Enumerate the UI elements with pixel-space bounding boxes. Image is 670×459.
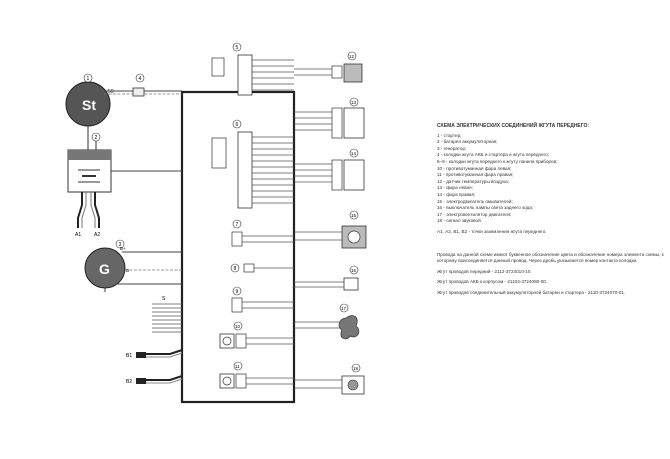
generator-label: G — [99, 261, 110, 277]
fog-lamp-left — [219, 333, 235, 349]
legend-item: 15 - электродвигатель омывателей; — [437, 198, 513, 204]
legend-note: Жгут проводов АКБ к корпусом - 21104-372… — [437, 279, 548, 285]
label-16 — [349, 265, 359, 275]
label-18-text: 18 — [353, 366, 359, 371]
label-9-text: 9 — [236, 289, 239, 295]
legend-item: 1 - стартер; — [437, 132, 462, 138]
label-18 — [351, 363, 361, 373]
label-17 — [339, 303, 349, 313]
air-temperature-sensor — [343, 63, 363, 83]
legend-item: 16 - выключатель лампы света заднего ход… — [437, 205, 534, 211]
ground-b2-label: B2 — [126, 379, 132, 385]
fog-lamp-right — [219, 373, 235, 389]
connector-12 — [331, 65, 343, 79]
label-8 — [230, 263, 240, 273]
label-3-text: 3 — [119, 242, 122, 248]
ground-a1-label: A1 — [75, 232, 81, 238]
legend-item: 2 - батарея аккумуляторная; — [437, 139, 498, 145]
label-4 — [135, 73, 145, 83]
label-16-text: 16 — [351, 268, 357, 273]
label-1 — [83, 73, 93, 83]
label-6-text: 6 — [236, 122, 239, 128]
label-17-text: 17 — [341, 306, 347, 311]
legend-item: 11 - противотуманная фара правая; — [437, 172, 514, 178]
label-4-text: 4 — [139, 76, 142, 82]
engine-fan — [338, 315, 360, 340]
legend-note: Жгут проводов соединительный аккумулятор… — [437, 289, 626, 295]
label-12 — [347, 51, 357, 61]
legend-item: 3 - генератор; — [437, 145, 467, 151]
label-11 — [233, 361, 243, 371]
ground-b1-label: B1 — [126, 353, 132, 359]
label-10-text: 10 — [235, 324, 241, 329]
legend-note: Провода на данной схеме имеют буквенное … — [437, 251, 664, 264]
label-14-text: 14 — [351, 151, 357, 156]
legend-item: 18 - сигнал звуковой. — [437, 218, 482, 224]
label-13 — [349, 97, 359, 107]
connector-5-icon — [211, 57, 225, 77]
reverse-light-switch — [343, 277, 359, 291]
label-11-text: 11 — [235, 364, 240, 369]
connector-6 — [237, 131, 253, 209]
headlamp-right-connector — [331, 159, 343, 191]
generator-b-plus: B+ — [120, 246, 126, 251]
legend-grounding: А1, А2, В1, В2 - точки заземления жгута … — [437, 228, 547, 234]
connector-4 — [132, 87, 145, 97]
label-1-text: 1 — [87, 76, 90, 82]
connector-9 — [231, 297, 243, 313]
label-2-text: 2 — [95, 135, 98, 141]
label-7 — [232, 219, 242, 229]
label-7-text: 7 — [236, 222, 239, 228]
bus-s-label: S — [162, 296, 166, 302]
ground-a2-label: A2 — [94, 232, 100, 238]
legend-item: 14 - фара правая; — [437, 191, 476, 197]
bus-s-wires — [152, 303, 182, 333]
starter-label: St — [82, 97, 96, 113]
label-5 — [232, 42, 242, 52]
legend-title: СХЕМА ЭЛЕКТРИЧЕСКИХ СОЕДИНЕНИЙ ЖГУТА ПЕР… — [437, 123, 590, 129]
legend-item: 4 - колодки жгута АКБ и стартера и жгута… — [437, 152, 550, 158]
legend-item: 12 - датчик температуры воздуха; — [437, 178, 509, 184]
label-9 — [232, 286, 242, 296]
label-15 — [349, 210, 359, 220]
headlamp-left — [343, 107, 365, 139]
label-10 — [233, 321, 243, 331]
legend-item: 5–9 - колодки жгута переднего к жгуту па… — [437, 158, 558, 164]
legend-note: Жгут проводов передний - 2112-3724010-10… — [437, 268, 532, 274]
headlamp-right — [343, 159, 365, 191]
label-15-text: 15 — [351, 213, 357, 218]
headlamp-left-connector — [331, 107, 343, 139]
label-14 — [349, 148, 359, 158]
connector-7 — [231, 231, 243, 247]
legend-item: 17 - электровентилятор двигателя; — [437, 211, 512, 217]
connector-5 — [237, 54, 253, 96]
label-5-text: 5 — [236, 45, 239, 51]
legend-item: 13 - фара левая; — [437, 185, 473, 191]
label-13-text: 13 — [351, 100, 357, 105]
starter-terminal-label: 50 — [108, 89, 114, 95]
legend-item: 10 - противотуманная фара левая; — [437, 165, 512, 171]
generator-d: D — [126, 268, 130, 273]
label-6 — [232, 119, 242, 129]
label-12-text: 12 — [349, 54, 355, 59]
legend-notes: Провода на данной схеме имеют буквенное … — [437, 252, 665, 297]
connector-8 — [243, 263, 255, 273]
label-3 — [115, 239, 125, 249]
legend: СХЕМА ЭЛЕКТРИЧЕСКИХ СОЕДИНЕНИЙ ЖГУТА ПЕР… — [437, 123, 665, 296]
label-8-text: 8 — [234, 266, 237, 272]
connector-6-icon — [211, 137, 227, 169]
